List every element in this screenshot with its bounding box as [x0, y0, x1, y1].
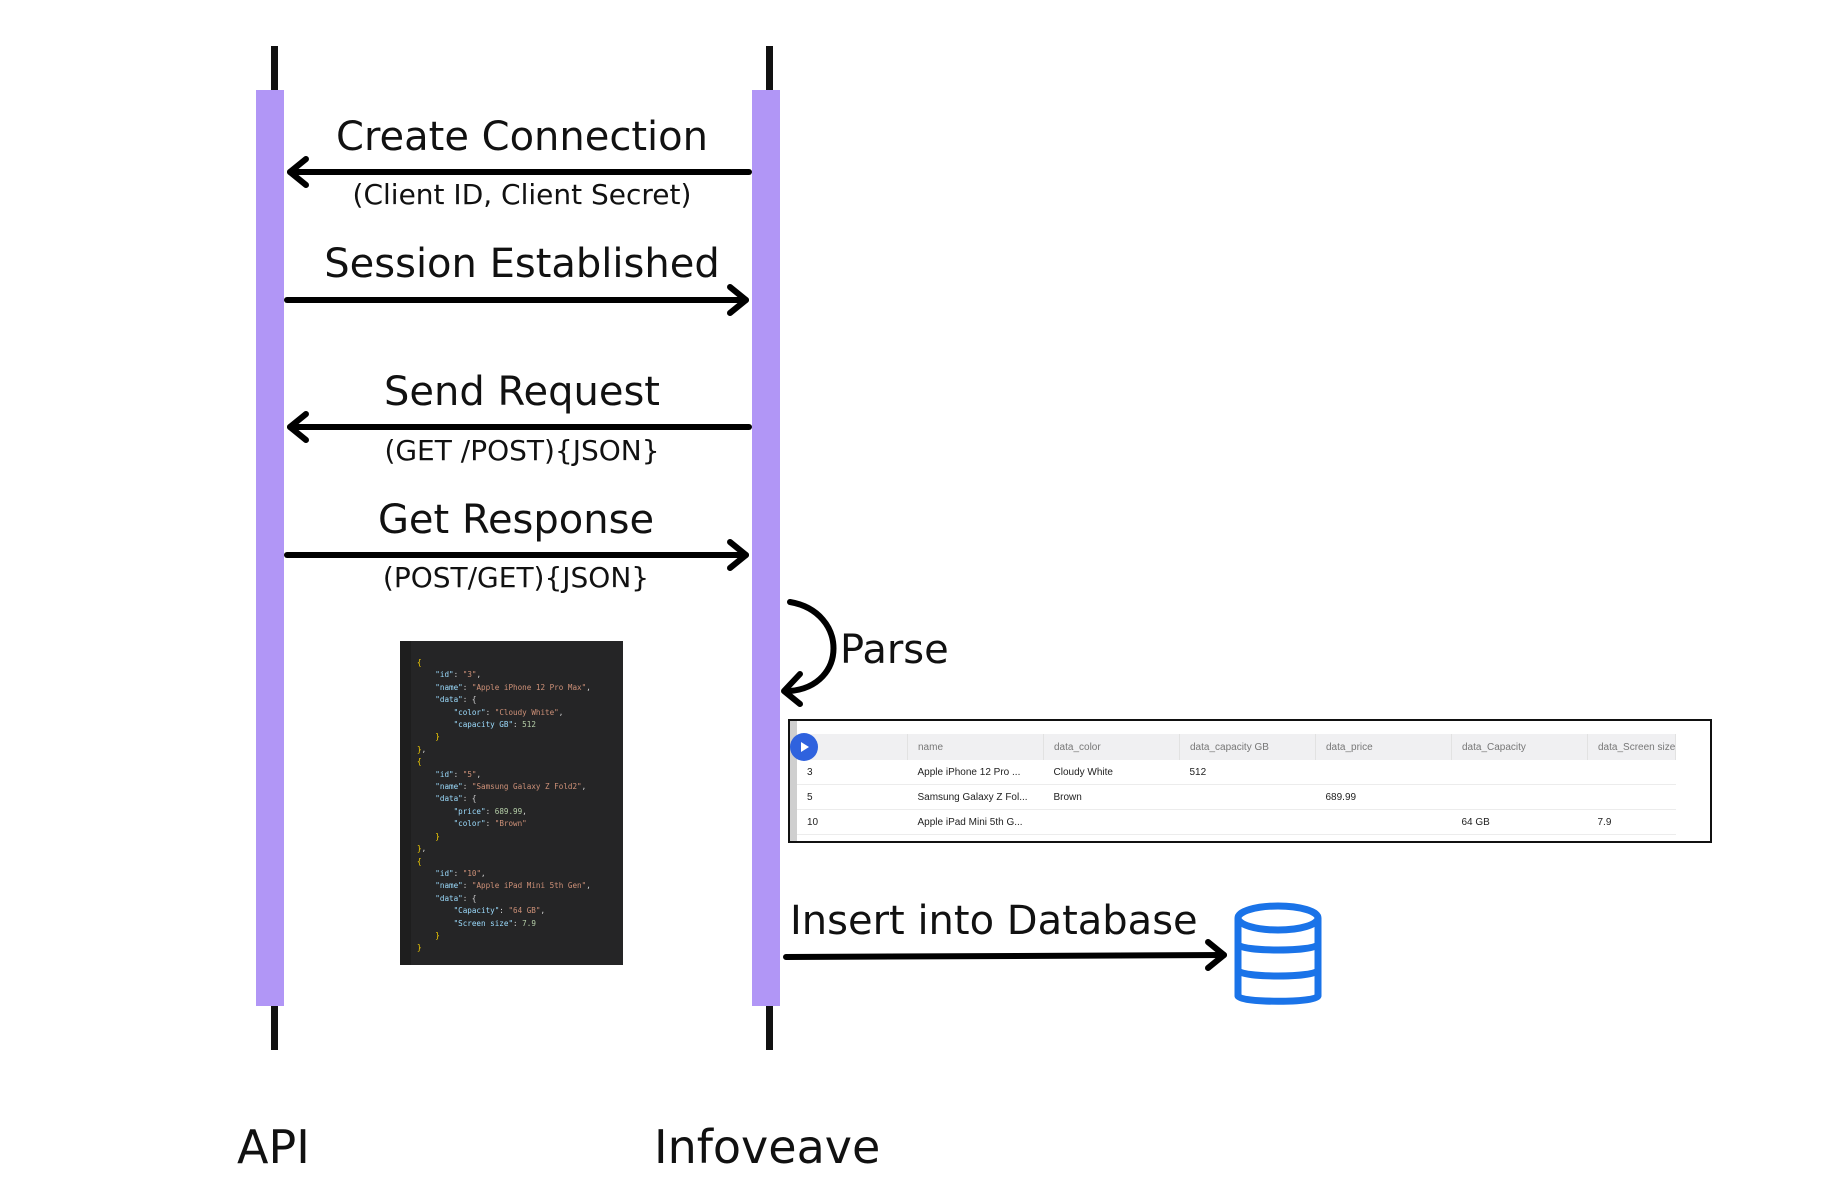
code-line: }: [435, 732, 440, 742]
session-established-label: Session Established: [324, 241, 720, 287]
database-icon: [1234, 902, 1322, 1005]
table-cell: [1315, 760, 1452, 785]
get-response-label: Get Response: [377, 497, 655, 543]
column-header[interactable]: data_color: [1043, 734, 1180, 760]
table-left-bar: [790, 721, 797, 841]
table-cell: [1587, 760, 1676, 785]
table-cell: Samsung Galaxy Z Fol...: [907, 784, 1044, 810]
api-lifeline-bottom: [271, 1006, 278, 1050]
parsed-table-panel: id name data_color data_capacity GB data…: [788, 719, 1712, 843]
send-request-sublabel: (GET /POST){JSON}: [384, 434, 660, 467]
insert-db-arrow: [783, 952, 1227, 960]
create-connection-arrowhead: [287, 156, 309, 188]
code-line: "color": "Cloudy White",: [453, 707, 564, 717]
code-line: },: [417, 844, 427, 854]
code-line: "id": "3",: [435, 670, 482, 680]
code-line: "data": {: [435, 695, 477, 705]
code-line: }: [435, 831, 440, 841]
table-cell: 512: [1179, 760, 1316, 785]
insert-db-label: Insert into Database: [790, 898, 1198, 944]
table-cell: 64 GB: [1451, 809, 1588, 835]
parse-label: Parse: [840, 627, 949, 673]
get-response-sublabel: (POST/GET){JSON}: [382, 561, 650, 594]
infoveave-lifeline-bottom: [766, 1006, 773, 1050]
table-row[interactable]: 3 Apple iPhone 12 Pro ... Cloudy White 5…: [797, 760, 1676, 785]
table-cell: 5: [797, 784, 908, 810]
column-header[interactable]: data_capacity GB: [1179, 734, 1316, 760]
api-lifeline-top: [271, 46, 278, 90]
code-gutter: [403, 641, 411, 965]
table-cell: [1451, 784, 1588, 810]
send-request-arrowhead: [287, 411, 309, 443]
table-cell: [1179, 809, 1316, 835]
column-header[interactable]: data_Screen size: [1587, 734, 1677, 760]
code-line: "Screen size": 7.9: [453, 918, 536, 928]
api-actor-label: API: [237, 1120, 310, 1174]
table-cell: 10: [797, 809, 908, 835]
parsed-table: id name data_color data_capacity GB data…: [797, 734, 1677, 835]
code-line: },: [417, 744, 427, 754]
code-line: "name": "Apple iPhone 12 Pro Max",: [435, 682, 591, 692]
code-line: "id": "5",: [435, 769, 482, 779]
table-cell: 3: [797, 760, 908, 785]
code-line: "name": "Samsung Galaxy Z Fold2",: [435, 782, 587, 792]
code-line: "color": "Brown": [453, 819, 527, 829]
code-line: {: [417, 856, 422, 866]
table-cell: Cloudy White: [1043, 760, 1180, 785]
code-line: {: [417, 757, 422, 767]
table-cell: Apple iPad Mini 5th G...: [907, 809, 1044, 835]
infoveave-activation-bar: [752, 90, 780, 1006]
column-header[interactable]: data_Capacity: [1451, 734, 1588, 760]
json-code-panel: { "id": "3", "name": "Apple iPhone 12 Pr…: [400, 641, 623, 965]
code-line: "id": "10",: [435, 868, 486, 878]
json-code-text: { "id": "3", "name": "Apple iPhone 12 Pr…: [403, 641, 623, 955]
code-line: "capacity GB": 512: [453, 720, 536, 730]
table-cell: 689.99: [1315, 784, 1452, 810]
parse-loop-arrowhead: [781, 671, 803, 707]
code-line: "price": 689.99,: [453, 806, 527, 816]
infoveave-actor-label: Infoveave: [654, 1120, 881, 1174]
code-line: "name": "Apple iPad Mini 5th Gen",: [435, 881, 591, 891]
table-cell: Brown: [1043, 784, 1180, 810]
table-row[interactable]: 5 Samsung Galaxy Z Fol... Brown 689.99: [797, 784, 1676, 810]
session-established-arrowhead: [727, 284, 749, 316]
play-icon[interactable]: [790, 733, 818, 761]
table-row[interactable]: 10 Apple iPad Mini 5th G... 64 GB 7.9: [797, 809, 1676, 835]
code-line: "data": {: [435, 893, 477, 903]
table-cell: [1179, 784, 1316, 810]
create-connection-sublabel: (Client ID, Client Secret): [352, 178, 692, 211]
table-header-row: id name data_color data_capacity GB data…: [797, 734, 1677, 760]
code-line: }: [435, 930, 440, 940]
api-activation-bar: [256, 90, 284, 1006]
table-cell: [1315, 809, 1452, 835]
infoveave-lifeline-top: [766, 46, 773, 90]
code-line: {: [417, 658, 422, 667]
send-request-label: Send Request: [384, 369, 660, 415]
column-header[interactable]: name: [907, 734, 1044, 760]
table-cell: [1587, 784, 1676, 810]
code-line: "Capacity": "64 GB",: [453, 906, 546, 916]
table-cell: [1043, 809, 1180, 835]
parse-loop-arrow: [787, 599, 837, 694]
table-cell: Apple iPhone 12 Pro ...: [907, 760, 1044, 785]
table-cell: [1451, 760, 1588, 785]
column-header[interactable]: id: [797, 734, 908, 760]
create-connection-label: Create Connection: [336, 114, 708, 160]
code-line: }: [417, 943, 422, 953]
get-response-arrowhead: [727, 539, 749, 571]
code-line: "data": {: [435, 794, 477, 804]
table-cell: 7.9: [1587, 809, 1676, 835]
insert-db-arrowhead: [1205, 939, 1227, 971]
column-header[interactable]: data_price: [1315, 734, 1452, 760]
